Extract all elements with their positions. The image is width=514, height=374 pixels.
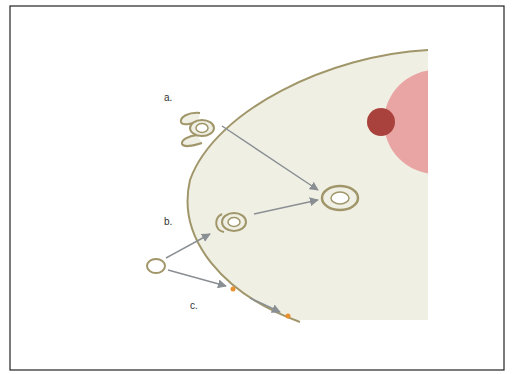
part-letter: b. xyxy=(164,216,172,227)
receptor xyxy=(286,314,291,319)
vesicle-content xyxy=(331,192,349,204)
extracellular-particle xyxy=(147,259,165,273)
cytoplasm xyxy=(188,50,428,320)
cell-membrane xyxy=(188,50,428,322)
arrow xyxy=(222,126,318,190)
pinocytic-vesicle xyxy=(222,213,246,231)
part-letter: c. xyxy=(190,300,198,311)
particle xyxy=(196,124,208,133)
phagocytic-vacuole xyxy=(190,120,214,136)
arrow xyxy=(250,298,280,312)
nucleolus xyxy=(367,108,395,136)
droplet xyxy=(228,218,240,227)
receptor xyxy=(231,287,236,292)
frame xyxy=(10,6,504,370)
arrow xyxy=(166,234,210,258)
part-letter: a. xyxy=(164,92,172,103)
arrow xyxy=(254,200,318,214)
internal-vesicle xyxy=(322,186,358,210)
arrow xyxy=(168,270,226,286)
